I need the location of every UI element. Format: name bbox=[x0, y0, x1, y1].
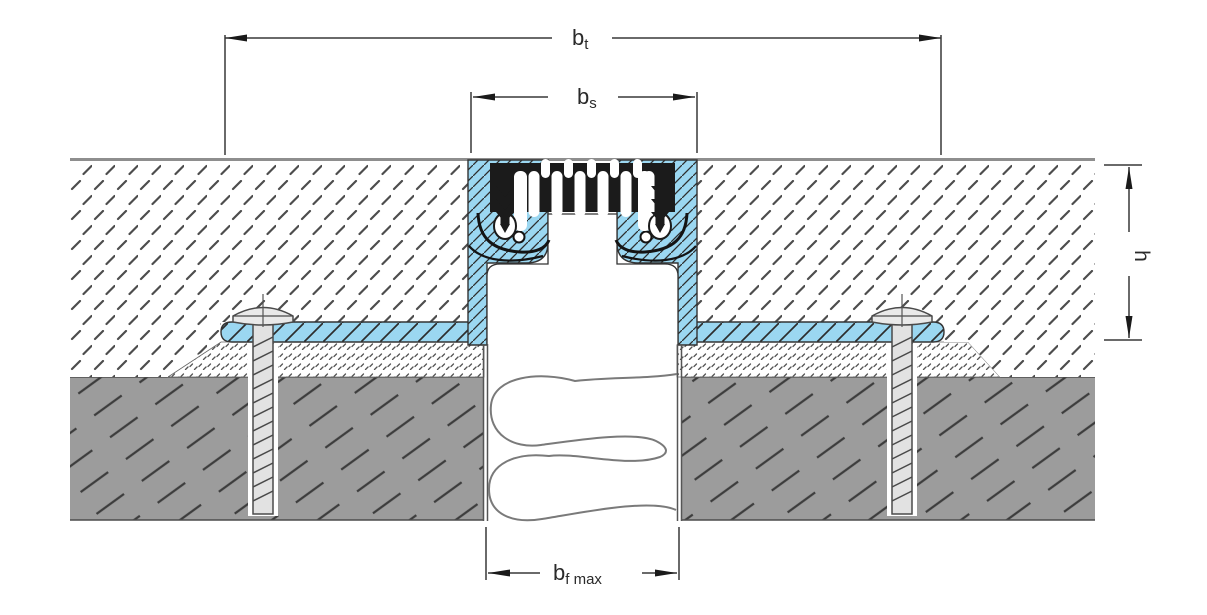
insert-slots bbox=[528, 171, 655, 217]
screed-layer-left bbox=[70, 160, 468, 377]
dim-h-label: h bbox=[1130, 250, 1153, 262]
dim-bs bbox=[470, 92, 698, 153]
weep-hole-left bbox=[512, 230, 526, 244]
fixing-screw-left bbox=[232, 294, 294, 516]
dim-bt-label: bt bbox=[572, 25, 589, 53]
mortar-bed-left bbox=[166, 341, 485, 378]
arrow-down-icon bbox=[1125, 316, 1133, 338]
dim-h bbox=[1104, 164, 1142, 341]
anchor-clip-left bbox=[476, 212, 551, 254]
dim-bt bbox=[224, 34, 942, 155]
dim-bs-label: bs bbox=[577, 84, 597, 112]
joint-filler-loops bbox=[487, 373, 678, 522]
arrow-right-icon bbox=[655, 569, 677, 577]
hook-arc-right bbox=[621, 245, 697, 262]
dim-bf-max-label: bf max bbox=[553, 560, 602, 588]
profile-flange-right bbox=[677, 321, 945, 343]
arrow-left-icon bbox=[225, 34, 247, 42]
arrow-left-icon bbox=[473, 93, 495, 101]
rubber-insert bbox=[476, 159, 689, 254]
mortar-bed-right bbox=[676, 341, 1001, 378]
screed-layer-right bbox=[697, 160, 1095, 377]
insert-anchor-right bbox=[651, 166, 669, 233]
insert-pocket-left bbox=[514, 171, 527, 231]
anchor-clip-right bbox=[614, 212, 689, 254]
hook-arc-left bbox=[468, 245, 544, 262]
profile-hooks bbox=[468, 230, 697, 262]
arrow-left-icon bbox=[488, 569, 510, 577]
dim-bf-max bbox=[485, 527, 680, 580]
joint-faces bbox=[482, 344, 683, 521]
arrow-right-icon bbox=[919, 34, 941, 42]
fixing-screw-right bbox=[871, 294, 933, 516]
insert-top-notches bbox=[541, 159, 642, 178]
screw-threads-left bbox=[252, 336, 274, 502]
arrow-right-icon bbox=[673, 93, 695, 101]
arrow-up-icon bbox=[1125, 167, 1133, 189]
insert-anchor-left bbox=[496, 166, 514, 233]
weep-hole-right bbox=[639, 230, 653, 244]
profile-flange-left bbox=[220, 321, 488, 343]
screw-threads-right bbox=[891, 336, 913, 502]
